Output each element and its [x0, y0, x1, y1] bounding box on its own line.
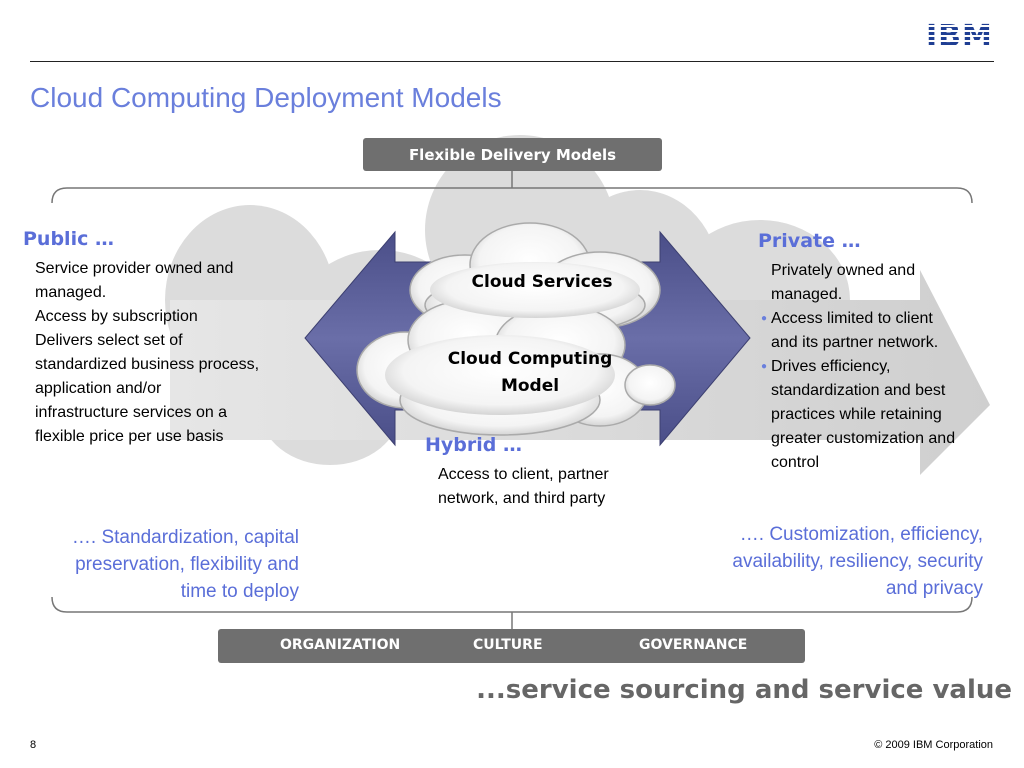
bullet-icon: ●	[761, 313, 768, 324]
page-number: 8	[30, 739, 37, 751]
public-heading: Public …	[23, 228, 114, 250]
cloud-model-line-1: Cloud Computing	[447, 349, 613, 369]
public-description: Service provider owned and managed. Acce…	[35, 257, 259, 449]
flexible-delivery-models-label: Flexible Delivery Models	[408, 145, 617, 164]
culture-label: CULTURE	[473, 637, 543, 653]
private-description: Privately owned and managed. ● Access li…	[761, 259, 956, 475]
cloud-model-line-2: Model	[500, 376, 560, 396]
private-quote-line: availability, resiliency, security	[732, 551, 983, 572]
public-line: flexible price per use basis	[35, 428, 224, 445]
private-quote-line: and privacy	[885, 578, 983, 599]
private-line: standardization and best	[771, 382, 946, 399]
public-quote-line: preservation, flexibility and	[75, 554, 299, 575]
hybrid-line: Access to client, partner	[438, 466, 609, 483]
public-line: standardized business process,	[35, 356, 260, 373]
copyright: © 2009 IBM Corporation	[874, 739, 993, 751]
public-quote-line: time to deploy	[180, 581, 299, 602]
bullet-icon: ●	[761, 361, 768, 372]
public-line: application and/or	[35, 380, 162, 397]
cloud-computing-model-label: Cloud Computing Model	[430, 346, 630, 400]
header-divider	[30, 61, 994, 62]
public-benefits-quote: …. Standardization, capital preservation…	[72, 524, 299, 605]
public-quote-line: …. Standardization, capital	[71, 527, 299, 548]
public-line: managed.	[35, 284, 107, 301]
private-line: Privately owned and	[771, 262, 916, 279]
private-bullet-item: ● Drives efficiency,	[761, 355, 955, 379]
private-line: managed.	[771, 286, 843, 303]
public-line: Service provider owned and	[35, 260, 234, 277]
private-line: greater customization and	[771, 430, 956, 447]
hybrid-line: network, and third party	[438, 490, 606, 507]
flexible-delivery-models-bar: Flexible Delivery Models	[363, 138, 662, 171]
tagline: ...service sourcing and service value	[476, 675, 1012, 705]
private-quote-line: …. Customization, efficiency,	[739, 524, 983, 545]
private-heading: Private …	[758, 230, 861, 252]
hybrid-heading: Hybrid …	[425, 434, 522, 456]
private-line: and its partner network.	[771, 334, 939, 351]
hybrid-description: Access to client, partner network, and t…	[438, 463, 609, 511]
private-line: control	[771, 454, 820, 471]
organization-label: ORGANIZATION	[280, 637, 401, 653]
public-line: Delivers select set of	[35, 332, 183, 349]
governance-label: GOVERNANCE	[639, 637, 748, 653]
private-benefits-quote: …. Customization, efficiency, availabili…	[732, 521, 983, 602]
cloud-services-label: Cloud Services	[471, 272, 613, 292]
organization-culture-governance-bar: ORGANIZATION CULTURE GOVERNANCE	[218, 629, 805, 663]
public-line: infrastructure services on a	[35, 404, 228, 421]
private-line: practices while retaining	[771, 406, 942, 423]
page-title: Cloud Computing Deployment Models	[30, 82, 502, 113]
private-bullet-item: ● Access limited to client	[761, 307, 955, 331]
public-line: Access by subscription	[35, 308, 198, 325]
